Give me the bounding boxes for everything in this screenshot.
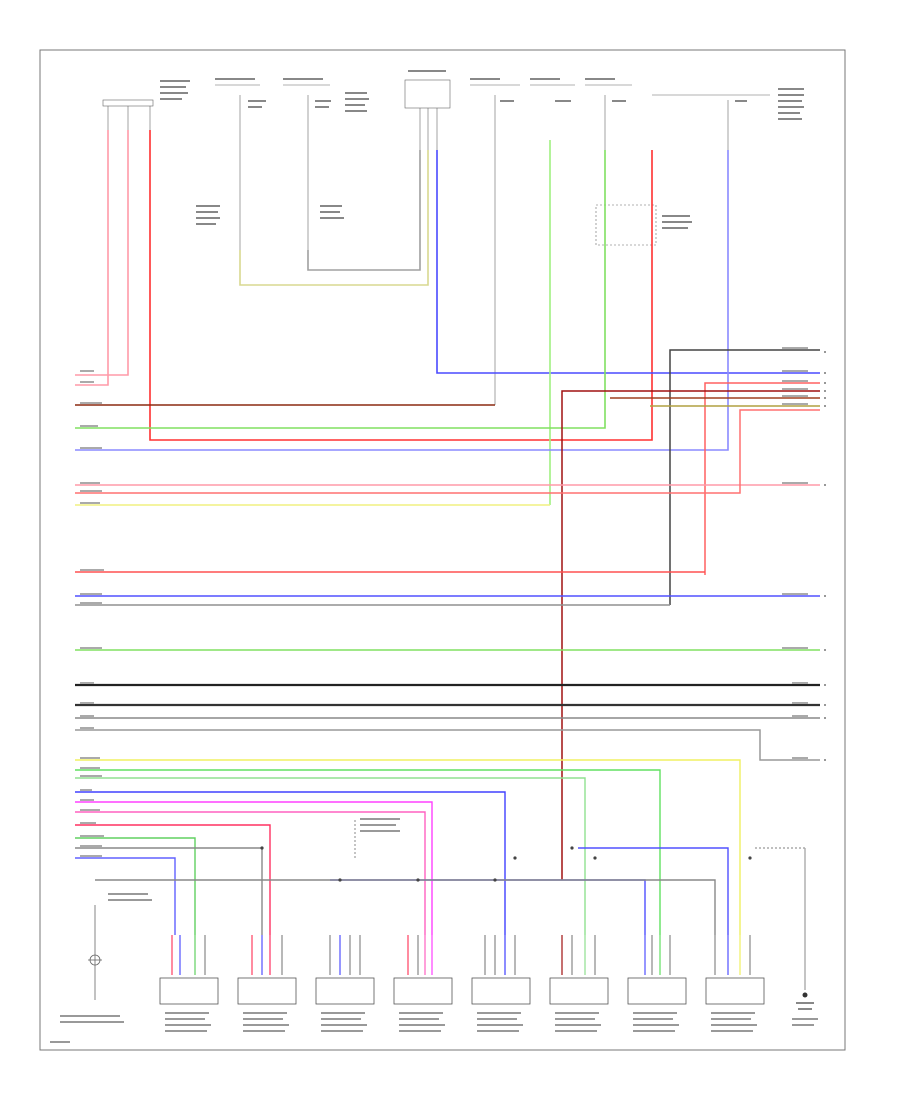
wire-blue-feed [75, 150, 729, 451]
top-labels [160, 70, 804, 229]
ground-icon [796, 992, 814, 1010]
wire-blue-bottom [75, 791, 506, 935]
wire-red-bottom [75, 824, 271, 935]
left-wire-labels [80, 370, 104, 857]
pin-dots [260, 846, 752, 882]
component-pins [171, 935, 751, 975]
component-row [159, 977, 765, 1005]
wire-gray2-bottom [95, 879, 716, 935]
lower-wires [75, 759, 806, 990]
component-2 [237, 977, 297, 1005]
right-terminals [824, 351, 826, 761]
bus-dark-right [669, 349, 820, 605]
component-4 [393, 977, 453, 1005]
component-8 [705, 977, 765, 1005]
bus-red-right [704, 382, 820, 575]
diagram-frame [39, 49, 846, 1051]
wire-gray-bottom [75, 847, 263, 935]
wire-blue2-bottom [75, 857, 176, 935]
vertical-wires-top [75, 130, 820, 505]
wire-green2-bottom [75, 777, 586, 935]
wire-pink-left [75, 130, 109, 386]
wire-blue4-bottom [330, 879, 646, 935]
component-5 [471, 977, 531, 1005]
component-1 [159, 977, 219, 1005]
wire-blue-junction [436, 150, 820, 374]
right-terminal-labels [782, 347, 808, 759]
component-3 [315, 977, 375, 1005]
wire-green-bottom [75, 769, 661, 935]
wire-gray-switch [307, 150, 421, 271]
wire-blue3-bottom [578, 847, 729, 935]
wire-pink-bottom [75, 811, 426, 935]
horizontal-bus [75, 349, 820, 880]
bus-darkred [561, 390, 820, 880]
bus-pink-493 [75, 409, 820, 494]
wire-pink-left-2 [75, 130, 129, 376]
wire-magenta-bottom [75, 801, 433, 935]
component-6 [549, 977, 609, 1005]
bus-gray-730 [75, 729, 820, 761]
component-label-marks [50, 818, 818, 1043]
component-7 [627, 977, 687, 1005]
wire-red-power [149, 130, 653, 441]
wire-olive-switch [239, 150, 429, 286]
wire-yellow-bottom [75, 759, 741, 935]
wire-green-relay [75, 150, 606, 429]
wire-green3-bottom [75, 837, 196, 935]
sensor-icon [88, 905, 102, 1000]
